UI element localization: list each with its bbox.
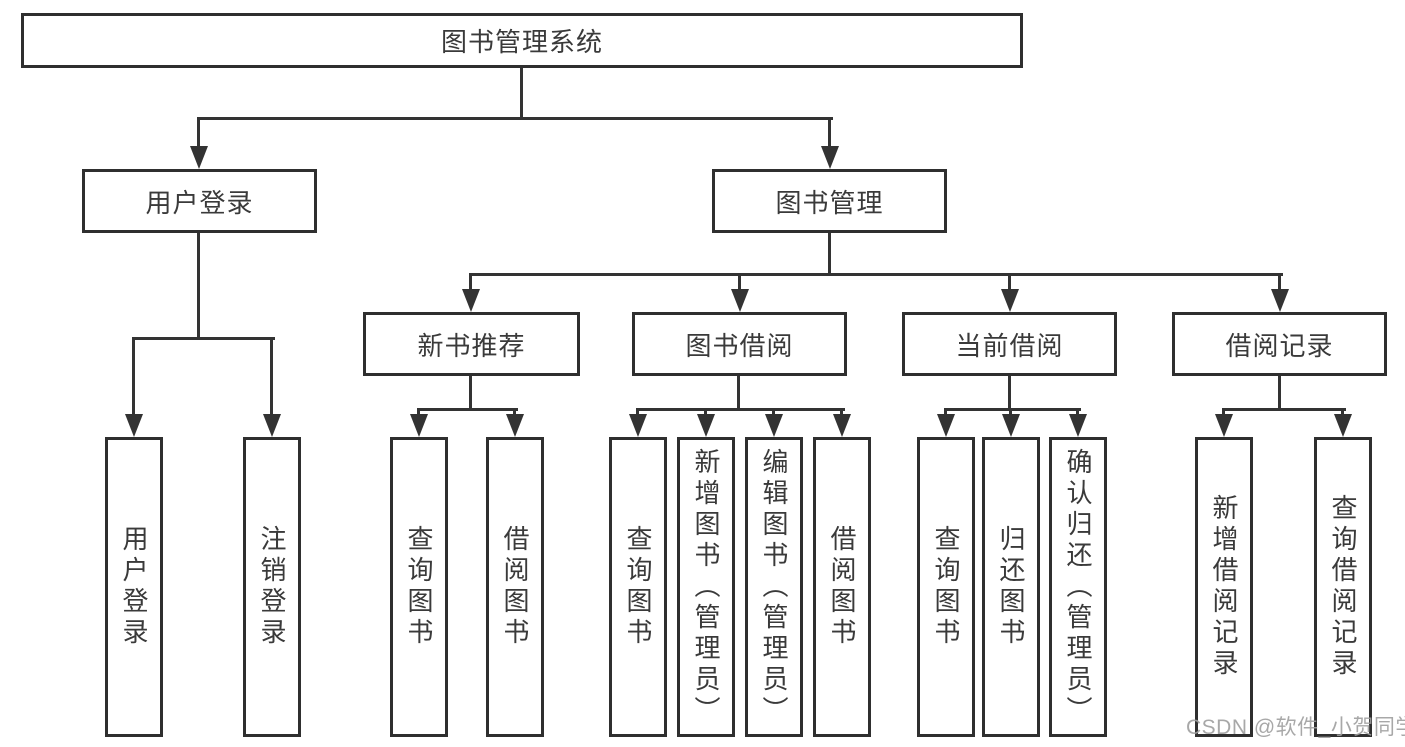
- leaf-confirm-return-admin: 确认归还（管理员）: [1049, 437, 1107, 737]
- arrow-down-icon: [506, 414, 524, 437]
- connector-line: [738, 273, 741, 292]
- arrow-down-icon: [190, 146, 208, 169]
- leaf-logout: 注销登录: [243, 437, 301, 737]
- connector-line: [513, 408, 516, 417]
- connector-line: [1009, 408, 1012, 417]
- connector-line: [828, 117, 831, 147]
- connector-line: [469, 273, 472, 292]
- connector-line: [772, 408, 775, 417]
- connector-line: [1278, 376, 1281, 411]
- leaf-query-books-current: 查询图书: [917, 437, 975, 737]
- leaf-borrow-books-recommend: 借阅图书: [486, 437, 544, 737]
- arrow-down-icon: [821, 146, 839, 169]
- arrow-down-icon: [937, 414, 955, 437]
- node-library-management-system: 图书管理系统: [21, 13, 1023, 68]
- connector-line: [1222, 408, 1225, 417]
- connector-line: [1076, 408, 1079, 417]
- leaf-return-books: 归还图书: [982, 437, 1040, 737]
- connector-line: [840, 408, 843, 417]
- arrow-down-icon: [1002, 414, 1020, 437]
- node-new-book-recommendation: 新书推荐: [363, 312, 580, 376]
- arrow-down-icon: [697, 414, 715, 437]
- arrow-down-icon: [1001, 289, 1019, 312]
- connector-line: [944, 408, 1081, 411]
- leaf-query-books-recommend: 查询图书: [390, 437, 448, 737]
- leaf-edit-book-admin: 编辑图书（管理员）: [745, 437, 803, 737]
- connector-line: [636, 408, 639, 417]
- node-user-login: 用户登录: [82, 169, 317, 233]
- connector-line: [132, 337, 135, 417]
- connector-line: [737, 376, 740, 411]
- connector-line: [197, 117, 833, 120]
- connector-line: [197, 117, 200, 147]
- arrow-down-icon: [731, 289, 749, 312]
- leaf-add-borrow-record: 新增借阅记录: [1195, 437, 1253, 737]
- arrow-down-icon: [629, 414, 647, 437]
- csdn-watermark: CSDN @软件_小贺同学: [1186, 716, 1405, 739]
- arrow-down-icon: [765, 414, 783, 437]
- connector-line: [828, 233, 831, 276]
- node-current-borrowing: 当前借阅: [902, 312, 1117, 376]
- connector-line: [469, 273, 1283, 276]
- connector-line: [132, 337, 275, 340]
- connector-line: [520, 68, 523, 120]
- connector-line: [1008, 376, 1011, 411]
- node-book-management: 图书管理: [712, 169, 947, 233]
- connector-line: [1278, 273, 1281, 292]
- arrow-down-icon: [1069, 414, 1087, 437]
- connector-line: [1008, 273, 1011, 292]
- leaf-borrow-books: 借阅图书: [813, 437, 871, 737]
- arrow-down-icon: [462, 289, 480, 312]
- arrow-down-icon: [1215, 414, 1233, 437]
- connector-line: [417, 408, 518, 411]
- leaf-user-login: 用户登录: [105, 437, 163, 737]
- leaf-add-book-admin: 新增图书（管理员）: [677, 437, 735, 737]
- connector-line: [944, 408, 947, 417]
- arrow-down-icon: [125, 414, 143, 437]
- connector-line: [197, 233, 200, 340]
- node-borrowing-records: 借阅记录: [1172, 312, 1387, 376]
- connector-line: [270, 337, 273, 417]
- arrow-down-icon: [410, 414, 428, 437]
- connector-line: [704, 408, 707, 417]
- connector-line: [636, 408, 845, 411]
- connector-line: [417, 408, 420, 417]
- arrow-down-icon: [1271, 289, 1289, 312]
- connector-line: [469, 376, 472, 411]
- connector-line: [1341, 408, 1344, 417]
- connector-line: [1222, 408, 1346, 411]
- arrow-down-icon: [263, 414, 281, 437]
- arrow-down-icon: [1334, 414, 1352, 437]
- node-book-borrowing: 图书借阅: [632, 312, 847, 376]
- arrow-down-icon: [833, 414, 851, 437]
- leaf-query-borrow-record: 查询借阅记录: [1314, 437, 1372, 737]
- leaf-query-books-borrowing: 查询图书: [609, 437, 667, 737]
